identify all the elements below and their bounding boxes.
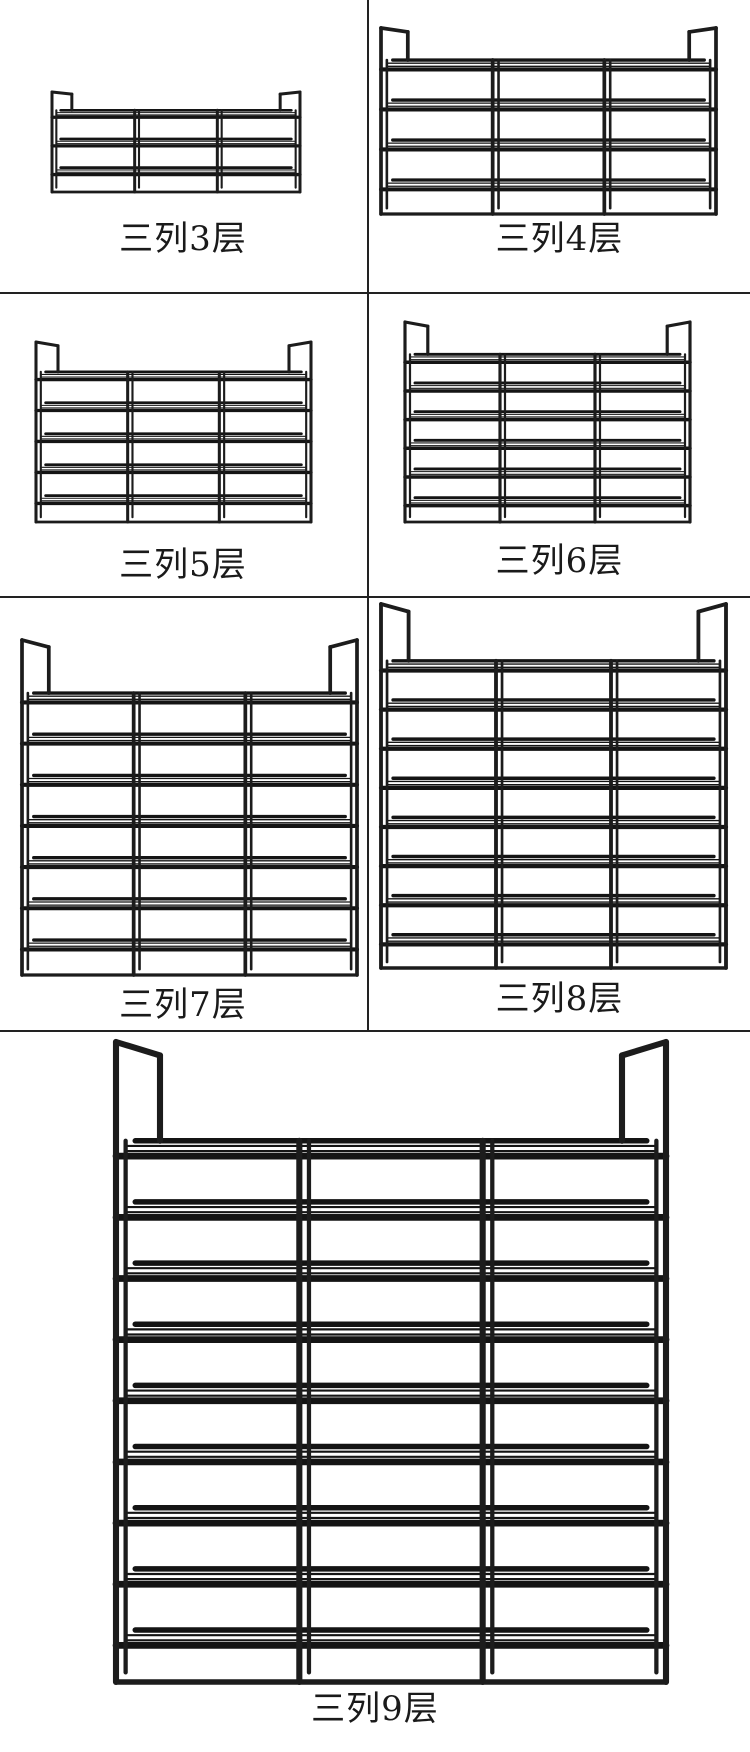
shoe-rack-image (34, 340, 313, 524)
variant-label: 三列3层 (119, 219, 247, 259)
divider-vertical (367, 0, 369, 1032)
variant-panel-8-tier: 三列8层 (369, 598, 750, 1030)
variant-panel-9-tier: 三列9层 (0, 1032, 750, 1752)
shoe-rack-image (19, 638, 360, 977)
variant-label: 三列7层 (119, 985, 247, 1025)
variant-label: 三列6层 (495, 541, 624, 581)
shoe-rack-image (378, 602, 729, 970)
shoe-rack-image (403, 320, 692, 524)
variant-panel-5-tier: 三列5层 (0, 294, 366, 596)
variant-panel-7-tier: 三列7层 (0, 598, 366, 1030)
variant-panel-6-tier: 三列6层 (369, 294, 750, 596)
shoe-rack-image (50, 90, 302, 194)
variant-label: 三列9层 (311, 1689, 439, 1729)
divider-horizontal-3 (0, 1030, 750, 1032)
shoe-rack-image (112, 1038, 670, 1686)
divider-horizontal-1 (0, 292, 750, 294)
divider-horizontal-2 (0, 596, 750, 598)
shoe-rack-image (378, 26, 719, 216)
variant-label: 三列4层 (495, 219, 624, 259)
variant-label: 三列5层 (119, 545, 247, 585)
variant-label: 三列8层 (495, 979, 624, 1019)
variant-panel-4-tier: 三列4层 (369, 0, 750, 292)
variant-panel-3-tier: 三列3层 (0, 0, 366, 292)
